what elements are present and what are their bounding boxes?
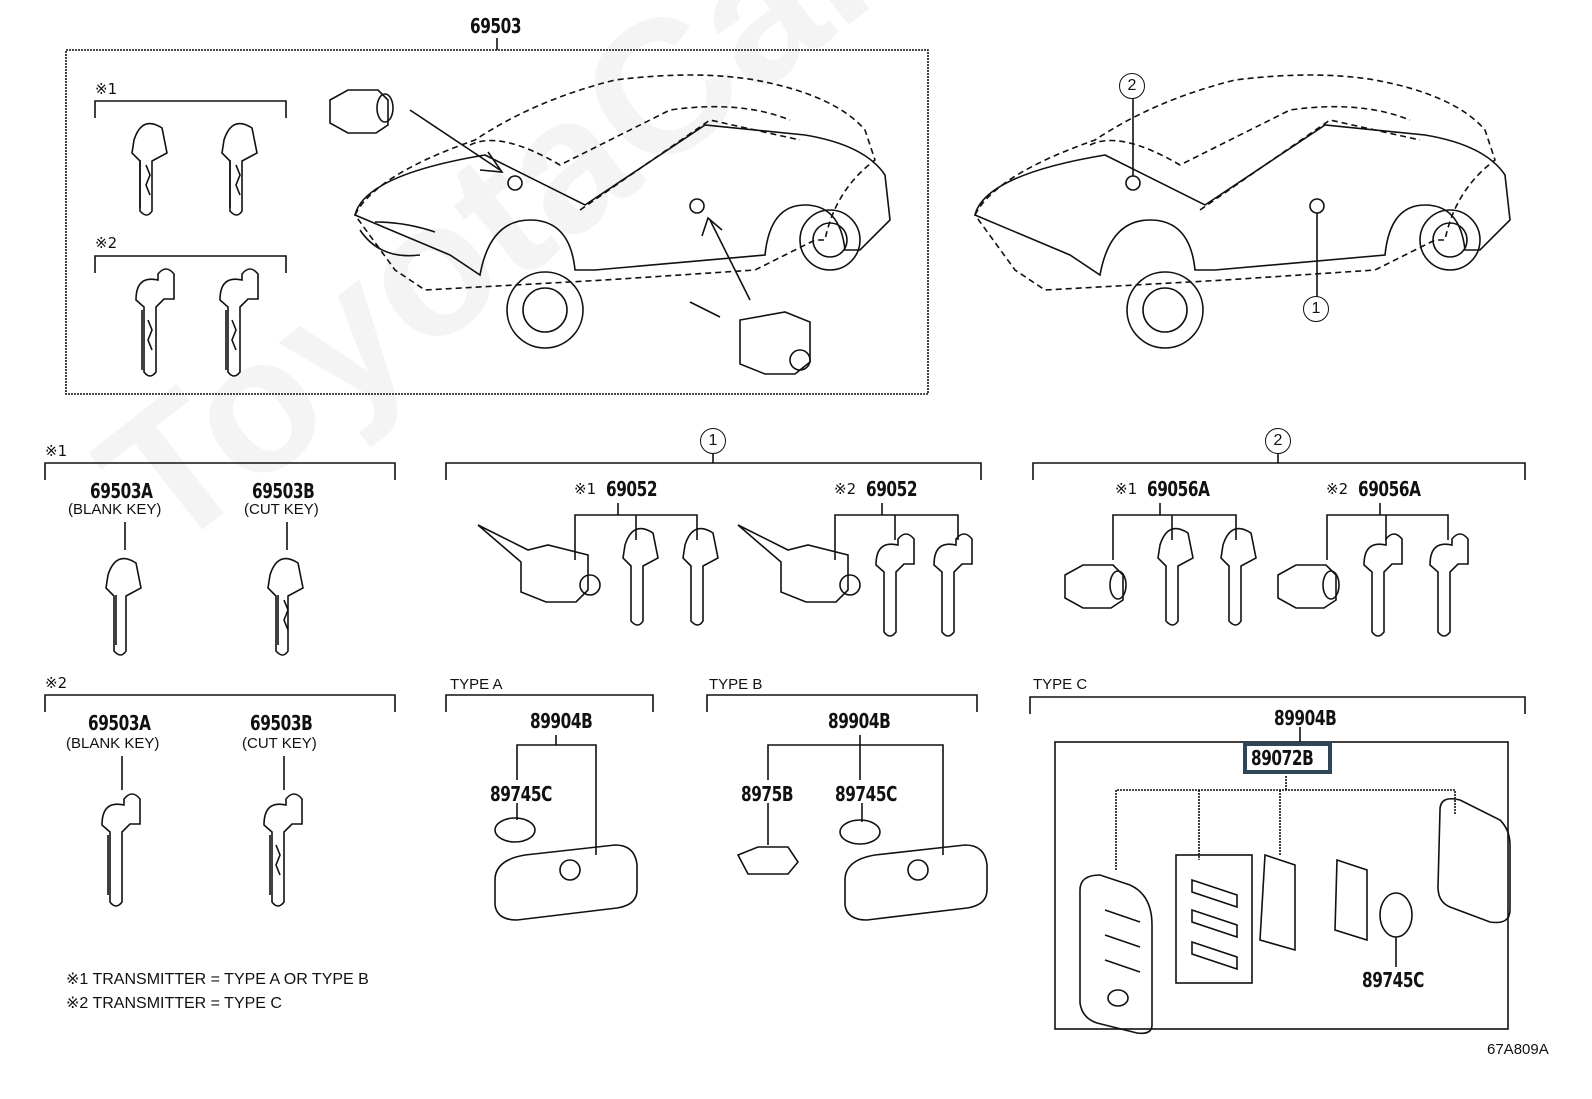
key-plate-icon <box>1334 858 1368 942</box>
lock-cylinder-icon <box>1277 564 1340 609</box>
group-mark: ※2 <box>95 234 118 252</box>
part-number: 69503A <box>90 479 153 503</box>
key-icon <box>219 268 259 377</box>
part-desc: (BLANK KEY) <box>66 735 160 752</box>
part-desc: (CUT KEY) <box>244 501 319 518</box>
leader-tree <box>1326 503 1449 560</box>
type-label: TYPE C <box>1033 676 1088 693</box>
diagram-code: 67A809A <box>1487 1041 1549 1058</box>
door-lock-assembly-icon <box>477 524 601 603</box>
group-mark: ※2 <box>834 480 857 498</box>
leader-tree <box>834 503 959 560</box>
type-label: TYPE A <box>450 676 503 693</box>
door-lock-assembly-icon <box>737 524 861 603</box>
group-mark: ※2 <box>1326 480 1349 498</box>
car-body <box>974 98 1511 349</box>
callout-1: 1 <box>1303 296 1329 322</box>
group-mark: ※1 <box>574 480 597 498</box>
battery-cover-icon <box>736 846 799 875</box>
key-icon <box>263 793 303 907</box>
battery-icon <box>839 819 881 845</box>
footnote: ※2 TRANSMITTER = TYPE C <box>66 995 282 1012</box>
car-illustration <box>974 74 1496 291</box>
part-number: 69056A <box>1358 477 1421 501</box>
part-number: 69056A <box>1147 477 1210 501</box>
key-icon <box>221 122 258 216</box>
key-icon <box>267 557 304 656</box>
bracket <box>1032 462 1526 480</box>
part-number: 69052 <box>866 477 918 501</box>
door-lock-assembly-icon <box>689 301 811 375</box>
fob-cover-icon <box>1437 797 1511 924</box>
lock-cylinder-icon <box>329 89 394 134</box>
car-illustration <box>354 74 876 291</box>
part-number: 69052 <box>606 477 658 501</box>
part-number-69503: 69503 <box>470 14 522 38</box>
leader-tree <box>516 735 597 855</box>
circuit-board-icon <box>1259 853 1296 952</box>
bracket <box>1029 696 1526 714</box>
part-number: 89904B <box>828 709 891 733</box>
part-desc: (CUT KEY) <box>242 735 317 752</box>
key-icon <box>135 268 175 377</box>
bracket <box>706 694 978 712</box>
leader-tree <box>767 735 944 855</box>
part-number: 8975B <box>741 782 794 806</box>
key-icon <box>875 533 915 637</box>
bracket <box>445 694 654 712</box>
bracket <box>44 462 396 480</box>
top-assembly-frame <box>65 38 929 395</box>
key-icon <box>1363 533 1403 637</box>
car-body <box>354 124 891 349</box>
key-icon <box>933 533 973 637</box>
button-icon <box>1191 878 1238 971</box>
group-mark: ※1 <box>45 442 68 460</box>
key-fob-icon <box>494 844 638 921</box>
key-icon <box>622 527 659 626</box>
battery-icon <box>494 817 536 843</box>
part-number: 89745C <box>490 782 552 806</box>
part-desc: (BLANK KEY) <box>68 501 162 518</box>
key-icon <box>682 527 719 626</box>
lock-cylinder-icon <box>1064 564 1127 609</box>
part-number: 89904B <box>1274 706 1337 730</box>
part-number: 89745C <box>835 782 897 806</box>
arrow-head <box>701 216 723 237</box>
bracket <box>445 462 982 480</box>
part-number: 69503B <box>252 479 315 503</box>
group-mark: ※2 <box>45 674 68 692</box>
callout-1: 1 <box>700 428 726 454</box>
part-number: 69503A <box>88 711 151 735</box>
key-icon <box>105 557 142 656</box>
part-number: 89745C <box>1362 968 1424 992</box>
type-label: TYPE B <box>709 676 763 693</box>
button-set-frame <box>1175 854 1253 984</box>
key-fob-icon <box>1079 874 1153 1035</box>
footnote: ※1 TRANSMITTER = TYPE A OR TYPE B <box>66 971 369 988</box>
group-mark: ※1 <box>95 80 118 98</box>
battery-icon <box>1379 892 1413 938</box>
key-icon <box>131 122 168 216</box>
key-fob-icon <box>844 844 988 921</box>
bracket <box>44 694 396 712</box>
arrow <box>409 109 501 171</box>
callout-2: 2 <box>1119 73 1145 99</box>
key-icon <box>1220 527 1257 626</box>
leader-tree <box>574 503 698 560</box>
part-number-highlighted[interactable]: 89072B <box>1251 746 1314 770</box>
leader-tree <box>1115 776 1456 870</box>
key-icon <box>1157 527 1194 626</box>
part-number: 69503B <box>250 711 313 735</box>
key-icon <box>1429 533 1469 637</box>
group-mark: ※1 <box>1115 480 1138 498</box>
highlighted-part[interactable]: 89072B <box>1243 742 1333 774</box>
callout-2: 2 <box>1265 428 1291 454</box>
leader-tree <box>1112 503 1237 560</box>
part-number: 89904B <box>530 709 593 733</box>
type-c-frame <box>1054 741 1509 1030</box>
arrow <box>709 219 751 301</box>
key-icon <box>101 793 141 907</box>
